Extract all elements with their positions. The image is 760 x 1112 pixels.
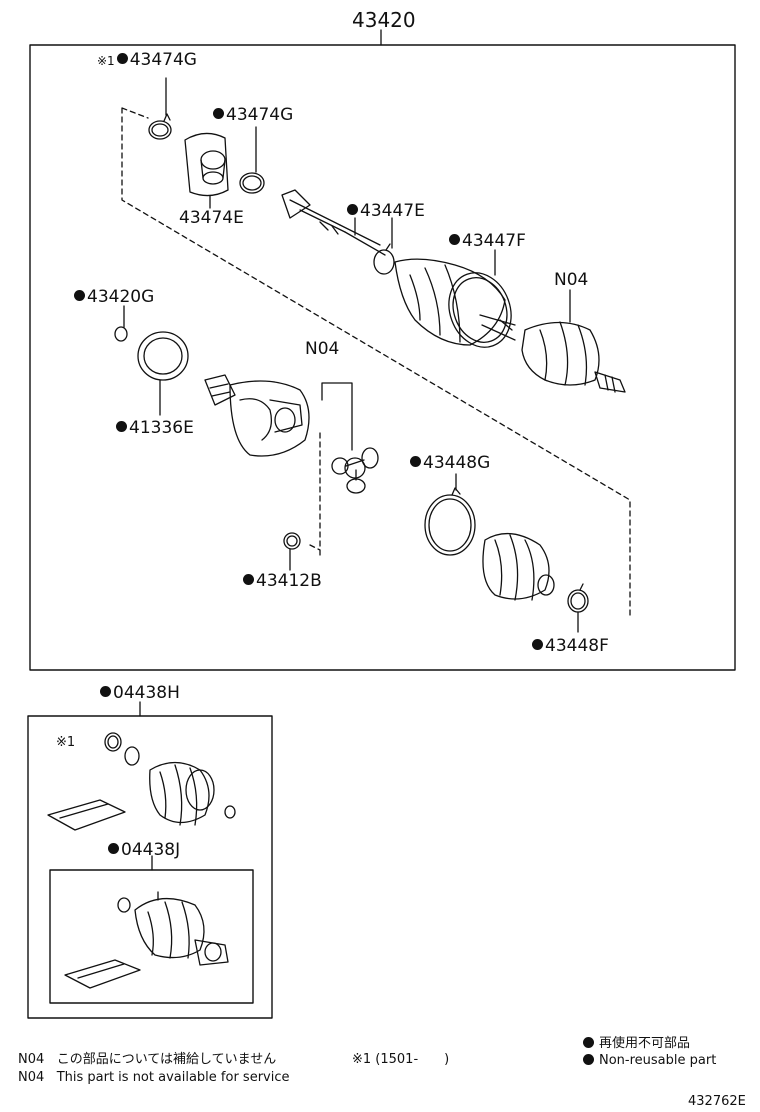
part-number: 43420G [87, 287, 155, 307]
clamp-43447E [373, 217, 395, 275]
outer-boot [394, 249, 516, 348]
clamp-43448F [567, 583, 589, 633]
kit-number: 04438H [113, 683, 180, 703]
footnote-en: This part is not available for service [56, 1070, 290, 1085]
footnote-ref: ※1 (1501- ) [352, 1052, 450, 1067]
legend-en-text: Non-reusable part [599, 1053, 717, 1068]
non-reusable-dot-icon [410, 456, 421, 467]
part-number: 43447F [462, 231, 526, 251]
footnote-code: N04 [18, 1052, 45, 1067]
non-reusable-dot-icon [213, 108, 224, 119]
snap-ring-43412B [283, 532, 301, 571]
part-number: N04 [554, 270, 589, 290]
non-reusable-dot-icon [583, 1037, 594, 1048]
part-label-43448G[interactable]: 43448G [410, 453, 490, 473]
part-label-N04-outer[interactable]: N04 [554, 270, 588, 290]
non-reusable-dot-icon [108, 843, 119, 854]
footnote-mark: ※1 [97, 54, 115, 68]
part-number: 43448F [545, 636, 609, 656]
assembly-number: 43420 [352, 8, 416, 32]
kit-04438H-frame [27, 715, 273, 1019]
part-number: 43448G [423, 453, 491, 473]
part-label-43412B[interactable]: 43412B [243, 571, 322, 591]
snap-ring-43420G [114, 305, 128, 342]
non-reusable-dot-icon [583, 1054, 594, 1065]
non-reusable-dot-icon [116, 53, 128, 64]
ring-41336E [137, 331, 189, 416]
assembly-frame [29, 44, 736, 671]
legend-jp: 再使用不可部品 [583, 1032, 690, 1051]
kit-footnote-mark: ※1 [56, 735, 76, 750]
clamp-43474G-a [148, 77, 172, 140]
part-label-43474G-b[interactable]: 43474G [213, 105, 293, 125]
part-label-43447F[interactable]: 43447F [449, 231, 526, 251]
part-label-43448F[interactable]: 43448F [532, 636, 609, 656]
inner-boot [482, 533, 555, 601]
part-number: N04 [305, 339, 340, 359]
non-reusable-dot-icon [116, 421, 127, 432]
part-number: 43412B [256, 571, 322, 591]
footnote-jp: この部品については補給していません [56, 1052, 277, 1067]
tripod [321, 382, 379, 494]
part-label-N04-inner[interactable]: N04 [305, 339, 339, 359]
kit-04438J-contents [64, 891, 229, 989]
legend-jp-text: 再使用不可部品 [599, 1036, 691, 1051]
clamp-43448G [424, 473, 476, 556]
kit-04438H-contents [47, 732, 236, 831]
drive-shaft [281, 189, 386, 256]
inner-joint-housing [204, 374, 310, 457]
non-reusable-dot-icon [100, 686, 111, 697]
part-label-43474G-a[interactable]: ※1 43474G [97, 50, 197, 70]
clamp-43474G-b [239, 126, 265, 194]
kit-label-04438J[interactable]: 04438J [108, 840, 180, 860]
kit-label-04438H[interactable]: 04438H [100, 683, 180, 703]
non-reusable-dot-icon [74, 290, 85, 301]
part-label-43420G[interactable]: 43420G [74, 287, 154, 307]
part-number: 43474G [226, 105, 294, 125]
part-number: 41336E [129, 418, 194, 438]
part-label-43474E[interactable]: 43474E [179, 208, 244, 228]
diagram-id: 432762E [688, 1094, 746, 1109]
non-reusable-dot-icon [532, 639, 543, 650]
footnote-line-1: N04 この部品については補給していません [18, 1048, 276, 1067]
kit-number: 04438J [121, 840, 181, 860]
damper-43474E [184, 132, 229, 209]
part-label-41336E[interactable]: 41336E [116, 418, 194, 438]
part-number: 43447E [360, 201, 425, 221]
part-number: 43474G [129, 50, 197, 70]
part-label-43447E[interactable]: 43447E [347, 201, 425, 221]
outer-joint [521, 289, 626, 393]
footnote-line-2: N04 This part is not available for servi… [18, 1070, 290, 1085]
non-reusable-dot-icon [449, 234, 460, 245]
non-reusable-dot-icon [347, 204, 358, 215]
dashed-boundary [121, 107, 631, 616]
part-number: 43474E [179, 208, 244, 228]
non-reusable-dot-icon [243, 574, 254, 585]
footnote-code: N04 [18, 1070, 45, 1085]
legend-en: Non-reusable part [583, 1053, 716, 1068]
